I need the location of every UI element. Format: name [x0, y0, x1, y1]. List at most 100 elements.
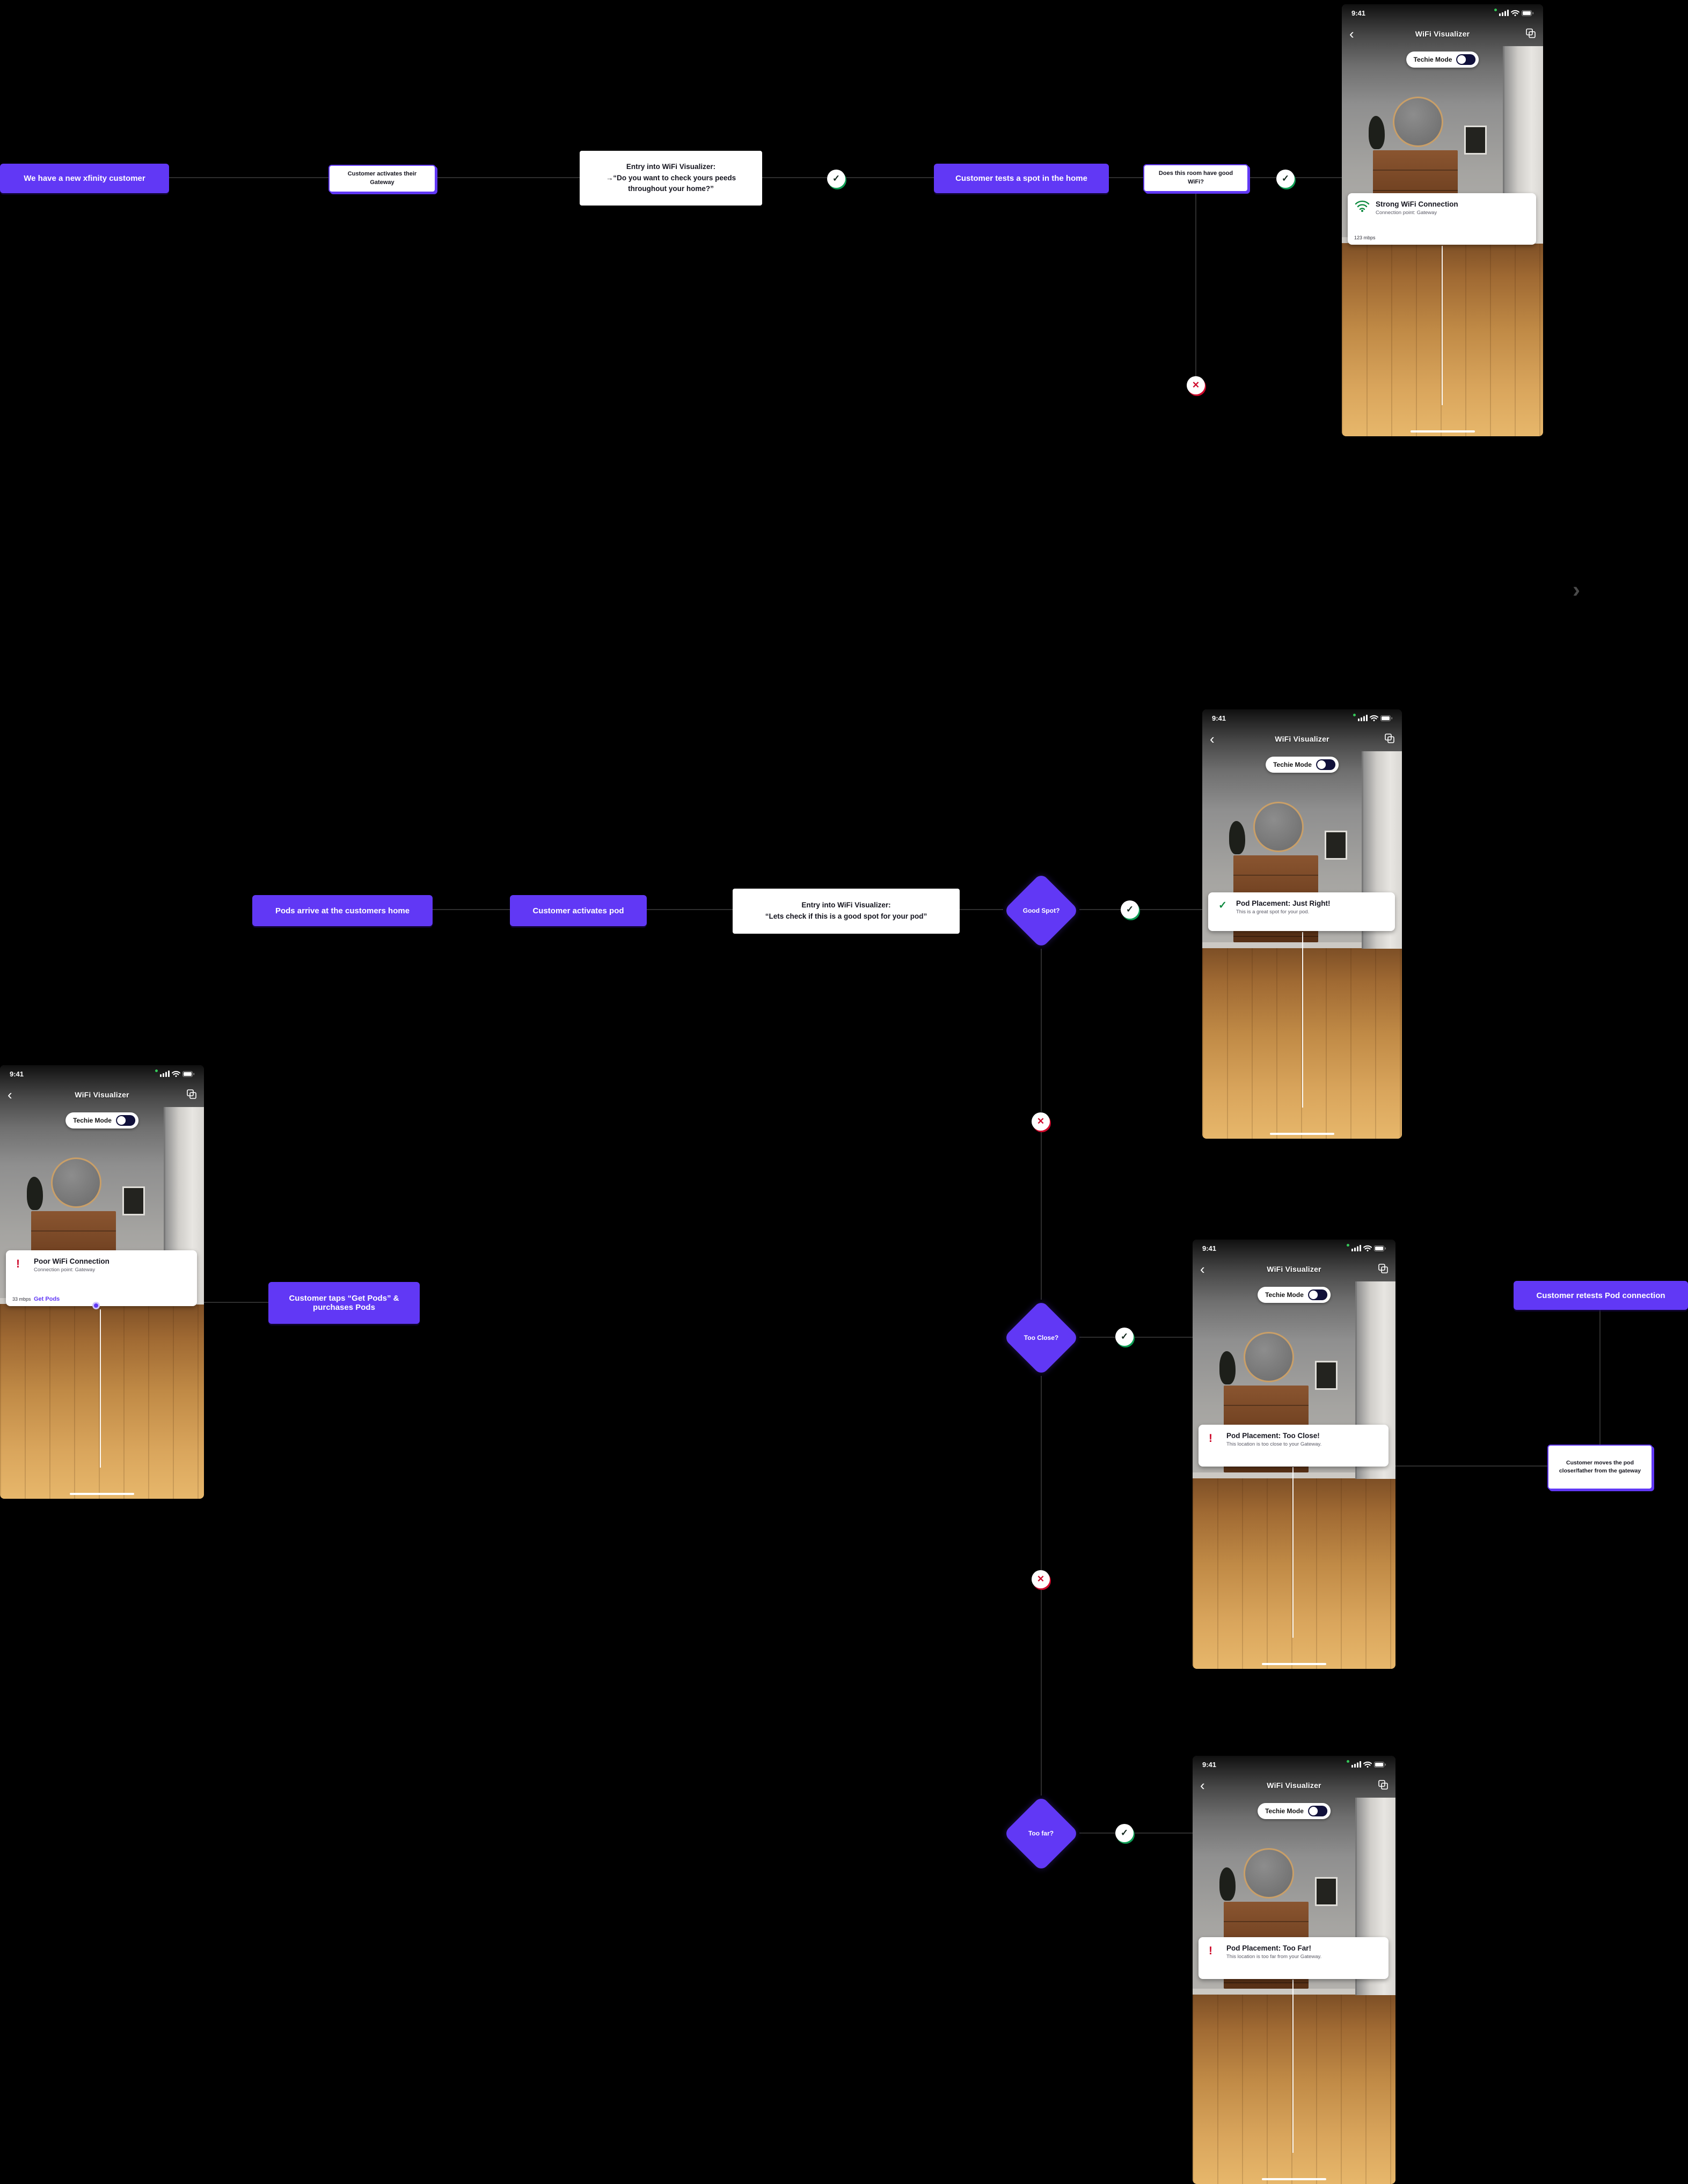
- room-scene: [0, 1065, 204, 1499]
- techie-mode-switch[interactable]: [1316, 759, 1335, 770]
- connector: [169, 177, 328, 178]
- pod-location-dot[interactable]: [92, 1302, 100, 1309]
- techie-mode-pill[interactable]: Techie Mode: [1258, 1287, 1331, 1303]
- yes-check-badge: ✓: [1115, 1824, 1134, 1842]
- status-bar: 9:41: [1193, 1758, 1395, 1770]
- app-header: ‹ WiFi Visualizer: [0, 1088, 204, 1102]
- flow-node-test-spot: Customer tests a spot in the home: [934, 164, 1109, 193]
- connector: [647, 909, 733, 910]
- techie-mode-pill[interactable]: Techie Mode: [65, 1112, 138, 1128]
- app-title: WiFi Visualizer: [1267, 1781, 1321, 1790]
- connector: [433, 909, 510, 910]
- signal-icon: [1499, 10, 1509, 16]
- ar-view-icon[interactable]: [1378, 1264, 1388, 1273]
- no-cross-badge: ✕: [1032, 1570, 1050, 1588]
- wifi-icon: [1370, 715, 1378, 721]
- connector: [1195, 194, 1196, 376]
- techie-mode-pill[interactable]: Techie Mode: [1406, 52, 1479, 68]
- connector: [436, 177, 580, 178]
- battery-icon: [1380, 715, 1392, 721]
- signal-icon: [1351, 1761, 1361, 1768]
- card-title: Pod Placement: Just Right!: [1236, 899, 1331, 907]
- techie-mode-pill[interactable]: Techie Mode: [1266, 757, 1339, 773]
- flow-node-new-customer: We have a new xfinity customer: [0, 164, 169, 193]
- ar-view-icon[interactable]: [1526, 28, 1536, 38]
- switch-knob: [1309, 1807, 1318, 1815]
- back-icon[interactable]: ‹: [1210, 731, 1215, 747]
- ar-view-icon[interactable]: [1378, 1780, 1388, 1790]
- techie-mode-pill[interactable]: Techie Mode: [1258, 1803, 1331, 1819]
- connector: [1134, 1833, 1193, 1834]
- status-bar: 9:41: [1342, 7, 1543, 19]
- techie-mode-switch[interactable]: [1307, 1806, 1327, 1816]
- card-subtitle: This is a great spot for your pod.: [1236, 909, 1310, 915]
- entry-quote: →“Do you want to check yours peeds throu…: [605, 173, 736, 193]
- picture-frame: [1315, 1877, 1338, 1906]
- decision-label: Too far?: [1028, 1829, 1054, 1837]
- phone-mockup-strong-wifi: 9:41 ‹ WiFi Visualizer Techie Mode Stron…: [1342, 4, 1543, 436]
- card-subtitle: This location is too close to your Gatew…: [1226, 1441, 1322, 1447]
- techie-mode-label: Techie Mode: [1265, 1291, 1304, 1299]
- app-title: WiFi Visualizer: [1275, 735, 1329, 743]
- signal-icon: [160, 1071, 170, 1077]
- flow-node-entry-wifi-visualizer-home: Entry into WiFi Visualizer: →“Do you wan…: [580, 151, 762, 206]
- connector: [1134, 1337, 1193, 1338]
- flow-node-label: Customer tests a spot in the home: [955, 174, 1087, 183]
- card-title: Strong WiFi Connection: [1376, 200, 1458, 208]
- back-icon[interactable]: ‹: [1349, 26, 1354, 42]
- wood-floor: [0, 1304, 204, 1499]
- connector: [1248, 177, 1276, 178]
- home-indicator[interactable]: [1270, 1133, 1334, 1135]
- back-icon[interactable]: ‹: [1200, 1777, 1205, 1793]
- techie-mode-switch[interactable]: [1307, 1289, 1327, 1300]
- connector: [1079, 1337, 1115, 1338]
- picture-frame: [1464, 126, 1487, 155]
- phone-mockup-pod-too-far: 9:41 ‹ WiFi Visualizer Techie Mode ! Pod…: [1193, 1756, 1395, 2184]
- check-icon: ✓: [1120, 1828, 1129, 1838]
- home-indicator[interactable]: [1262, 2178, 1326, 2180]
- wifi-icon: [1363, 1761, 1372, 1768]
- check-icon: ✓: [832, 173, 841, 184]
- measure-line: [1292, 1980, 1294, 2153]
- measure-line: [100, 1309, 101, 1468]
- back-icon[interactable]: ‹: [1200, 1261, 1205, 1277]
- clock: 9:41: [1351, 9, 1366, 17]
- pod-placement-card: ! Pod Placement: Too Far! This location …: [1199, 1937, 1389, 1979]
- card-subtitle: Connection point: Gateway: [1376, 210, 1437, 216]
- flow-node-label: Pods arrive at the customers home: [275, 906, 410, 915]
- cross-icon: ✕: [1036, 1574, 1045, 1584]
- cross-icon: ✕: [1192, 380, 1200, 390]
- ar-view-icon[interactable]: [187, 1089, 196, 1099]
- phone-mockup-poor-wifi: 9:41 ‹ WiFi Visualizer Techie Mode ! Poo…: [0, 1065, 204, 1499]
- status-bar: 9:41: [1193, 1242, 1395, 1254]
- connector: [204, 1302, 268, 1303]
- mirror: [1244, 1848, 1294, 1899]
- carousel-next-icon[interactable]: ›: [1573, 577, 1580, 602]
- get-pods-link[interactable]: Get Pods: [34, 1296, 60, 1302]
- card-subtitle: This location is too far from your Gatew…: [1226, 1954, 1322, 1960]
- flow-node-activate-gateway: Customer activates their Gateway: [328, 165, 436, 193]
- check-icon: ✓: [1218, 900, 1227, 911]
- techie-mode-switch[interactable]: [115, 1115, 135, 1126]
- techie-mode-switch[interactable]: [1456, 54, 1476, 65]
- techie-mode-label: Techie Mode: [1413, 56, 1452, 63]
- phone-mockup-pod-too-close: 9:41 ‹ WiFi Visualizer Techie Mode ! Pod…: [1193, 1240, 1395, 1669]
- app-title: WiFi Visualizer: [75, 1090, 129, 1099]
- back-icon[interactable]: ‹: [8, 1087, 12, 1103]
- home-indicator[interactable]: [70, 1493, 134, 1495]
- status-bar: 9:41: [0, 1068, 204, 1080]
- flow-node-label: Customer retests Pod connection: [1536, 1291, 1665, 1300]
- wifi-icon: [1363, 1245, 1372, 1251]
- ar-view-icon[interactable]: [1385, 734, 1394, 743]
- wifi-icon: [1511, 10, 1519, 16]
- home-indicator[interactable]: [1262, 1663, 1326, 1665]
- battery-icon: [1522, 10, 1533, 16]
- measure-line: [1292, 1467, 1294, 1638]
- mirror: [1393, 97, 1443, 147]
- measure-line: [1302, 932, 1303, 1108]
- battery-icon: [1374, 1761, 1386, 1768]
- home-indicator[interactable]: [1410, 430, 1475, 433]
- connector: [1599, 1310, 1601, 1445]
- connector: [1109, 177, 1143, 178]
